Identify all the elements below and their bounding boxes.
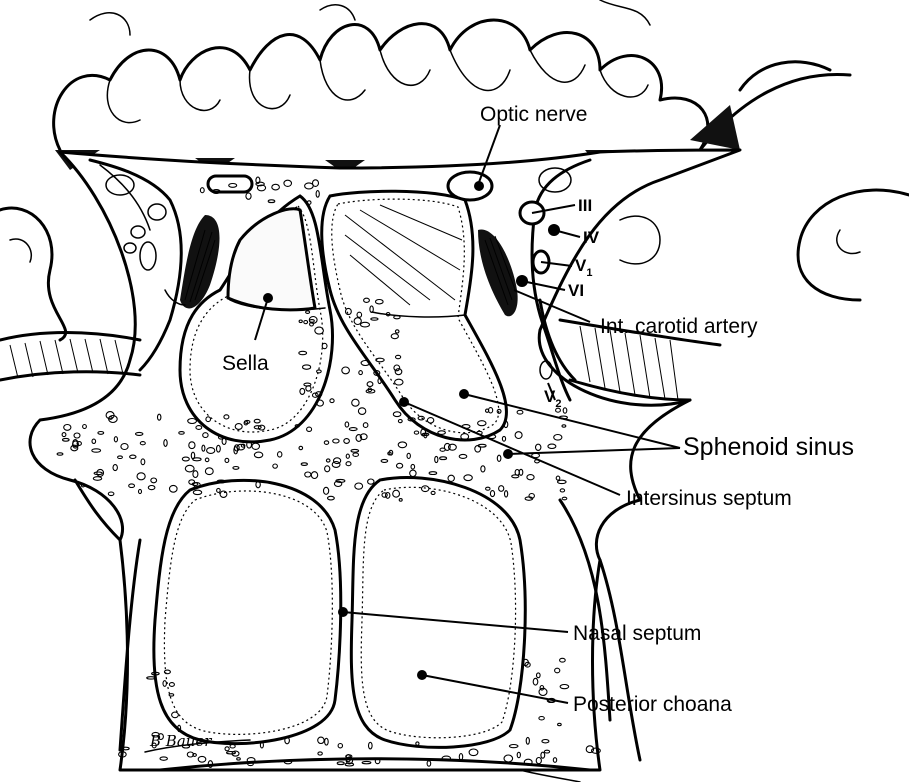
artist-signature: B Bauer bbox=[149, 732, 212, 750]
label-cn6: VI bbox=[568, 281, 584, 300]
choana-left bbox=[154, 480, 341, 743]
label-cn3: III bbox=[578, 196, 592, 215]
label-sella: Sella bbox=[222, 352, 269, 375]
label-cn4: IV bbox=[583, 228, 600, 247]
label-carotid: Int. carotid artery bbox=[600, 315, 758, 338]
label-nasal-septum: Nasal septum bbox=[573, 622, 701, 645]
choana-right bbox=[351, 478, 525, 748]
label-intersinus-septum: Intersinus septum bbox=[626, 487, 792, 510]
label-v1: V1 bbox=[575, 256, 592, 279]
label-optic-nerve: Optic nerve bbox=[480, 103, 587, 126]
label-sphenoid-sinus: Sphenoid sinus bbox=[683, 433, 854, 461]
label-posterior-choana: Posterior choana bbox=[573, 693, 732, 716]
